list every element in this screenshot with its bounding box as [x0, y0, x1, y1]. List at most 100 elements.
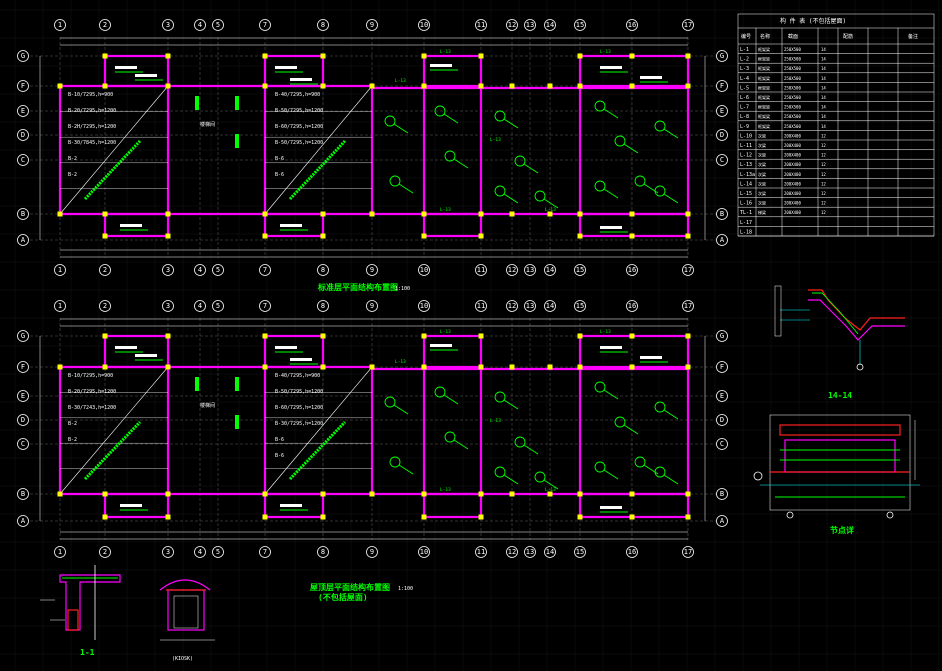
axis-label: 13: [526, 21, 534, 29]
axis-bubble: [716, 50, 728, 62]
axis-label: 16: [628, 548, 636, 556]
axis-label: D: [21, 416, 25, 424]
axis-bubble: [99, 546, 111, 558]
table-cell: 框架梁: [758, 94, 770, 100]
axis-bubble: [682, 264, 694, 276]
axis-label: 2: [103, 548, 107, 556]
axis-label: 1: [58, 21, 62, 29]
axis-label: 15: [576, 21, 584, 29]
table-cell: 200X400: [784, 153, 801, 158]
axis-bubble: [716, 105, 728, 117]
column: [685, 83, 691, 89]
axis-bubble: [544, 546, 556, 558]
column: [165, 333, 171, 339]
axis-bubble: [194, 546, 206, 558]
table-cell: 框架梁: [758, 46, 770, 52]
column: [421, 233, 427, 239]
table-cell: 次梁: [758, 180, 766, 186]
axis-bubble: [716, 129, 728, 141]
axis-label: A: [720, 236, 725, 244]
rebar-mark: [434, 386, 446, 398]
axis-label: E: [21, 392, 25, 400]
axis-bubble: [17, 414, 29, 426]
table-cell: 200X400: [784, 210, 801, 215]
axis-label: A: [720, 517, 725, 525]
rebar-strip: [195, 96, 199, 110]
rebar-mark: [494, 110, 506, 122]
rebar-strip: [195, 377, 199, 391]
column: [509, 364, 515, 370]
column: [320, 333, 326, 339]
column: [629, 333, 635, 339]
axis-label: 2: [103, 266, 107, 274]
slab-label: B-40/7295,h=900: [275, 92, 320, 98]
axis-bubble: [524, 300, 536, 312]
rebar-text: [275, 66, 297, 69]
axis-label: 15: [576, 266, 584, 274]
axis-bubble: [17, 515, 29, 527]
column: [685, 211, 691, 217]
column: [478, 514, 484, 520]
axis-label: B: [21, 490, 25, 498]
axis-label: F: [720, 82, 724, 90]
table-cell: 14: [821, 47, 826, 52]
rebar-text: [290, 78, 312, 81]
beam-label: L-13: [545, 207, 556, 213]
rebar-mark: [434, 105, 446, 117]
axis-bubble: [716, 438, 728, 450]
rebar-mark: [494, 391, 506, 403]
table-cell: L-13: [740, 162, 752, 168]
rebar-text: [135, 74, 157, 77]
table-cell: 框架梁: [758, 104, 770, 110]
slab-label: B-6: [275, 172, 284, 178]
axis-bubble: [162, 19, 174, 31]
column: [369, 83, 375, 89]
table-cell: L-4: [740, 76, 749, 82]
column: [102, 211, 108, 217]
column: [102, 53, 108, 59]
section-1-1-detail: 1-1: [40, 565, 121, 657]
column: [262, 233, 268, 239]
table-cell: L-5: [740, 85, 749, 91]
table-cell: L-9: [740, 124, 749, 130]
rebar-text: [600, 66, 622, 69]
column: [57, 211, 63, 217]
table-header: 配筋: [843, 33, 853, 40]
axis-label: 4: [198, 21, 202, 29]
column: [102, 364, 108, 370]
column: [629, 491, 635, 497]
axis-label: 14: [546, 548, 554, 556]
axis-bubble: [317, 300, 329, 312]
slab-label: B-2: [68, 172, 77, 178]
rebar-mark: [514, 436, 526, 448]
rebar-mark: [444, 431, 456, 443]
column: [685, 364, 691, 370]
rebar-mark: [494, 466, 506, 478]
slab-label: B-50/7295,h=1200: [275, 389, 323, 395]
rebar-mark: [614, 416, 626, 428]
slab-label: B-2: [68, 437, 77, 443]
axis-bubble: [682, 546, 694, 558]
beam-label: L-13: [600, 329, 611, 335]
column: [262, 491, 268, 497]
rebar-mark: [594, 100, 606, 112]
table-cell: 250X500: [784, 76, 801, 81]
axis-bubble: [162, 264, 174, 276]
axis-bubble: [418, 300, 430, 312]
axis-label: 8: [321, 548, 325, 556]
rebar-text: [280, 224, 302, 227]
table-cell: TL-1: [740, 210, 752, 216]
column: [629, 83, 635, 89]
table-cell: 250X500: [784, 105, 801, 110]
axis-label: 4: [198, 548, 202, 556]
axis-bubble: [716, 390, 728, 402]
table-cell: 次梁: [758, 142, 766, 148]
beam-label: L-13: [395, 359, 406, 365]
axis-bubble: [716, 488, 728, 500]
plan2-subtitle: (不包括屋面): [318, 592, 368, 602]
axis-bubble: [99, 19, 111, 31]
axis-bubble: [366, 300, 378, 312]
column: [421, 53, 427, 59]
axis-bubble: [17, 129, 29, 141]
